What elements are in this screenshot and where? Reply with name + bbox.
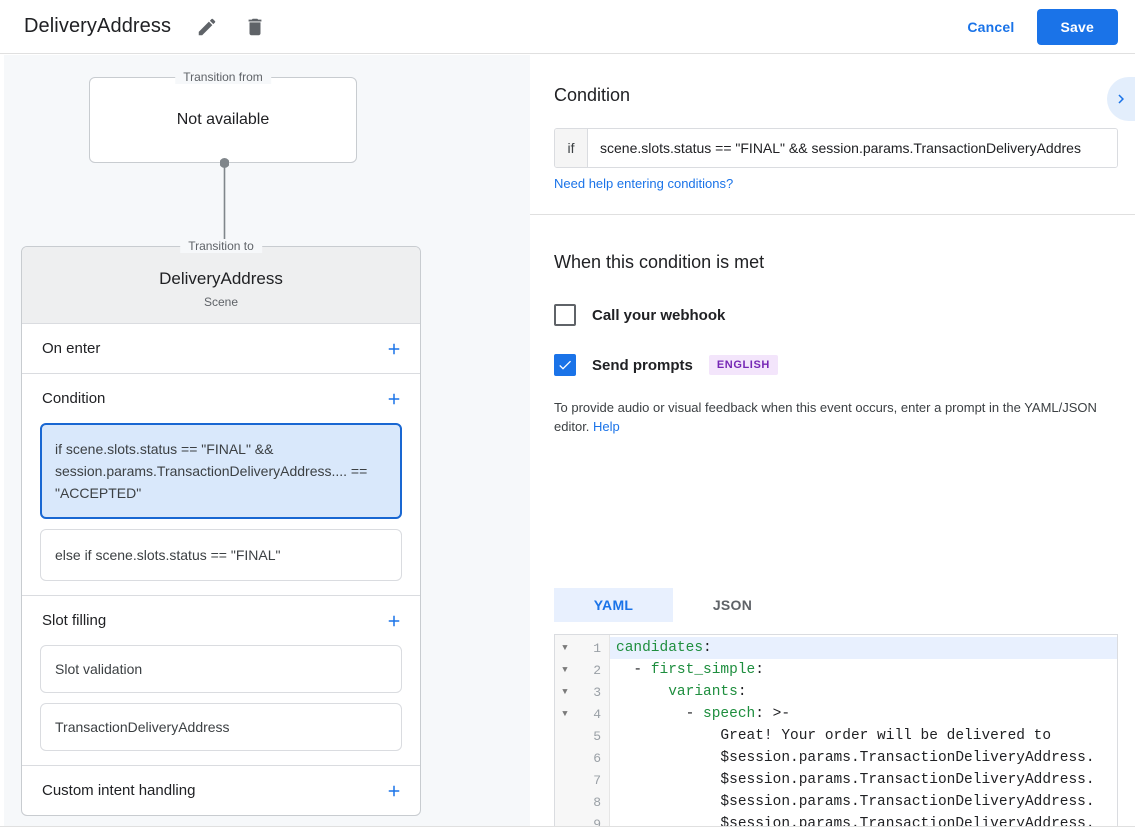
transition-to-legend: Transition to [180, 239, 262, 253]
section-title-custom-intent-handling: Custom intent handling [42, 782, 196, 799]
condition-heading: Condition [554, 85, 631, 105]
transition-to-header: DeliveryAddress Scene [22, 247, 420, 324]
transition-from-box: Transition from Not available [89, 70, 357, 163]
code-line: - speech: >- [616, 706, 791, 722]
section-header-custom-intent-handling[interactable]: Custom intent handling [22, 766, 420, 815]
line-number: 5 [593, 728, 601, 744]
yaml-key: speech [703, 706, 756, 722]
call-webhook-checkbox[interactable] [554, 304, 576, 326]
prompts-helper-text-body: To provide audio or visual feedback when… [554, 400, 1097, 434]
gutter-line: 6 [555, 747, 609, 769]
line-number: 2 [593, 662, 601, 678]
section-header-on-enter[interactable]: On enter [22, 324, 420, 373]
page-title: DeliveryAddress [24, 15, 172, 37]
condition-section: Condition if Need help entering conditio… [530, 55, 1135, 215]
tab-yaml[interactable]: YAML [554, 588, 673, 622]
section-condition: Condition if scene.slots.status == "FINA… [22, 374, 420, 596]
code-line: $session.params.TransactionDeliveryAddre… [616, 750, 1095, 766]
code-line: $session.params.TransactionDeliveryAddre… [616, 772, 1095, 788]
line-number: 6 [593, 750, 601, 766]
gutter-line: 8 [555, 791, 609, 813]
add-slot-filling-icon[interactable] [382, 609, 406, 633]
gutter-line: 9 [555, 813, 609, 827]
gutter-line: ▼2 [555, 659, 609, 681]
transition-to-subtitle: Scene [203, 295, 239, 309]
code-line: $session.params.TransactionDeliveryAddre… [616, 794, 1095, 810]
add-on-enter-icon[interactable] [382, 337, 406, 361]
line-number: 3 [593, 684, 601, 700]
send-prompts-label: Send prompts [592, 356, 693, 374]
send-prompts-row: Send prompts ENGLISH [554, 354, 778, 376]
line-number: 9 [593, 816, 601, 827]
section-custom-intent-handling: Custom intent handling [22, 766, 420, 815]
code-line: - first_simple: [616, 662, 764, 678]
top-bar: DeliveryAddress Cancel Save [0, 0, 1135, 54]
prompts-helper-text: To provide audio or visual feedback when… [554, 398, 1118, 436]
code-line: variants: [668, 684, 747, 700]
send-prompts-checkbox[interactable] [554, 354, 576, 376]
yaml-key: candidates [616, 640, 704, 656]
line-number: 1 [593, 640, 601, 656]
pencil-icon[interactable] [195, 15, 219, 39]
language-badge: ENGLISH [708, 355, 778, 375]
cancel-button[interactable]: Cancel [955, 10, 1026, 44]
transition-from-value: Not available [176, 111, 270, 128]
gutter-line: ▼3 [555, 681, 609, 703]
editor-gutter: ▼1 ▼2 ▼3 ▼4 5 6 7 8 9 10 [555, 635, 610, 827]
fold-toggle-icon[interactable]: ▼ [562, 687, 568, 697]
code-line: Great! Your order will be delivered to [616, 728, 1052, 744]
list-item[interactable]: if scene.slots.status == "FINAL" && sess… [40, 423, 402, 519]
save-button[interactable]: Save [1036, 8, 1118, 45]
list-item[interactable]: Slot validation [40, 645, 402, 693]
code-line: $session.params.TransactionDeliveryAddre… [616, 816, 1095, 827]
fold-toggle-icon[interactable]: ▼ [562, 709, 568, 719]
fold-toggle-icon[interactable]: ▼ [562, 643, 568, 653]
gutter-line: ▼4 [555, 703, 609, 725]
code-line: candidates: [610, 637, 1117, 659]
add-custom-intent-handling-icon[interactable] [382, 779, 406, 803]
left-panel: Transition from Not available Transition… [4, 55, 530, 827]
webhook-row: Call your webhook [554, 304, 725, 326]
gutter-line: 7 [555, 769, 609, 791]
add-condition-icon[interactable] [382, 387, 406, 411]
list-item[interactable]: TransactionDeliveryAddress [40, 703, 402, 751]
yaml-editor[interactable]: ▼1 ▼2 ▼3 ▼4 5 6 7 8 9 10 candidates: - f… [554, 634, 1118, 827]
transition-to-title: DeliveryAddress [159, 269, 283, 288]
trash-icon[interactable] [243, 15, 267, 39]
section-title-on-enter: On enter [42, 340, 101, 357]
condition-input-wrapper: if [554, 128, 1118, 168]
line-number: 4 [593, 706, 601, 722]
call-webhook-label: Call your webhook [592, 306, 726, 324]
section-title-condition: Condition [42, 390, 106, 407]
tab-json[interactable]: JSON [712, 597, 753, 613]
yaml-key: first_simple [650, 662, 756, 678]
slot-filling-list: Slot validation TransactionDeliveryAddre… [22, 645, 420, 765]
line-number: 8 [593, 794, 601, 810]
chevron-right-icon[interactable] [1107, 77, 1135, 121]
need-help-link[interactable]: Need help entering conditions? [554, 176, 734, 191]
transition-from-legend: Transition from [175, 70, 271, 84]
section-header-slot-filling[interactable]: Slot filling [22, 596, 420, 645]
yaml-key: variants [668, 684, 738, 700]
section-title-slot-filling: Slot filling [42, 612, 107, 629]
when-met-heading: When this condition is met [554, 252, 765, 272]
help-link[interactable]: Help [593, 419, 620, 434]
editor-format-tabs: YAML JSON [554, 588, 792, 622]
gutter-line: 5 [555, 725, 609, 747]
editor-code-area[interactable]: candidates: - first_simple: variants: - … [610, 635, 1117, 827]
condition-input[interactable] [588, 129, 1117, 167]
line-number: 7 [593, 772, 601, 788]
right-panel: Condition if Need help entering conditio… [530, 55, 1135, 827]
section-slot-filling: Slot filling Slot validation Transaction… [22, 596, 420, 766]
section-header-condition[interactable]: Condition [22, 374, 420, 423]
if-label: if [555, 129, 588, 167]
condition-list: if scene.slots.status == "FINAL" && sess… [22, 423, 420, 595]
fold-toggle-icon[interactable]: ▼ [562, 665, 568, 675]
list-item[interactable]: else if scene.slots.status == "FINAL" [40, 529, 402, 581]
section-on-enter: On enter [22, 324, 420, 374]
gutter-line: ▼1 [555, 637, 609, 659]
transition-to-card: Transition to DeliveryAddress Scene On e… [21, 239, 421, 816]
